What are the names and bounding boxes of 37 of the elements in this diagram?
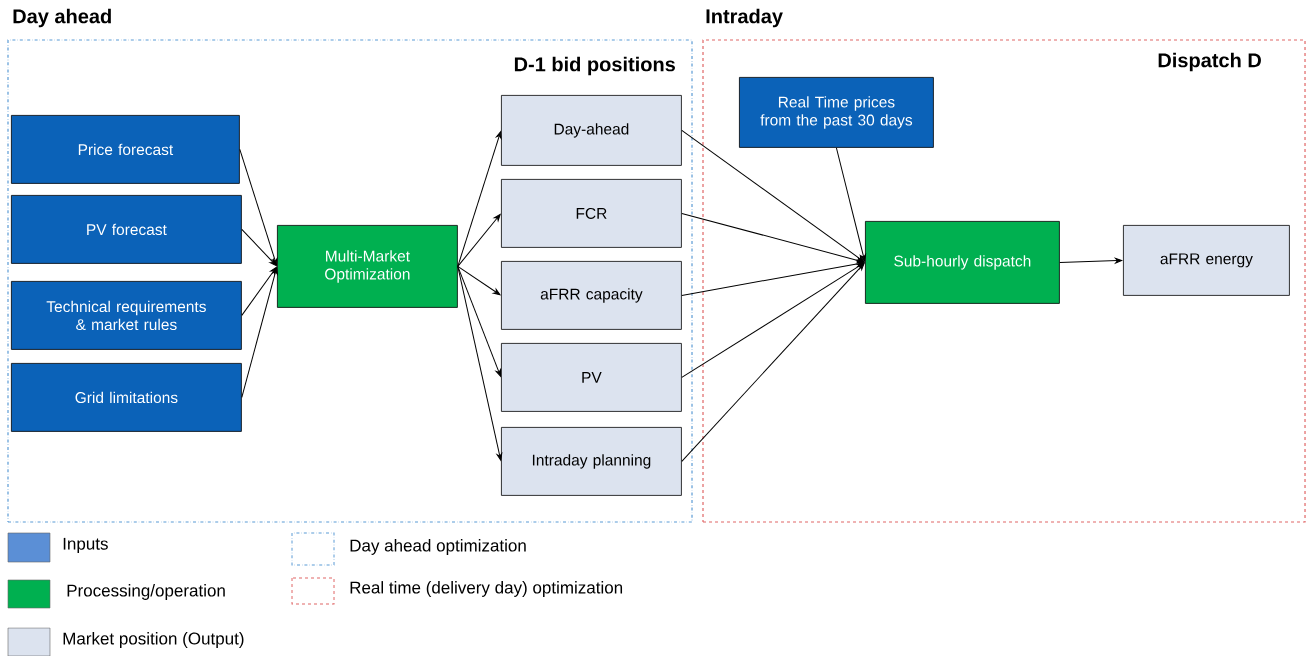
output-box: FCR [501,179,682,248]
legend-label: Real time (delivery day) optimization [350,581,623,597]
arrow [241,228,277,266]
arrow [457,213,501,267]
arrow [457,265,501,377]
output-box: PV [501,343,682,412]
legend-label: Market position (Output) [63,632,244,648]
arrow [681,129,865,263]
legend-label: Inputs [63,537,108,554]
arrow [681,212,865,264]
legend-label: Processing/operation [67,584,225,600]
arrow [241,267,277,316]
output-box: aFRR energy [1123,225,1290,296]
input-box: PV forecast [11,195,242,264]
arrow [241,267,278,398]
frame-title: D-1 bid positions [514,56,675,76]
input-box: Price forecast [11,115,240,184]
arrow [681,260,865,296]
process-box: Multi-Market Optimization [277,225,458,308]
frame-title: Intraday [706,8,783,28]
arrow [457,265,503,461]
frame-title: Dispatch D [1158,52,1261,72]
frame-title: Day ahead [13,8,111,28]
process-box: Sub-hourly dispatch [865,221,1060,304]
legend-label: Day ahead optimization [350,539,526,555]
arrow [835,147,866,262]
input-box: Grid limitations [11,363,242,432]
arrow [457,131,502,267]
arrow [457,265,501,296]
arrow [681,262,865,378]
output-box: aFRR capacity [501,261,682,330]
output-box: Intraday planning [501,427,682,496]
output-box: Day-ahead [501,95,682,166]
input-box: Technical requirements & market rules [11,281,242,350]
input-box: Real Time prices from the past 30 days [739,77,934,148]
arrow [1059,257,1123,264]
arrow [239,148,278,266]
